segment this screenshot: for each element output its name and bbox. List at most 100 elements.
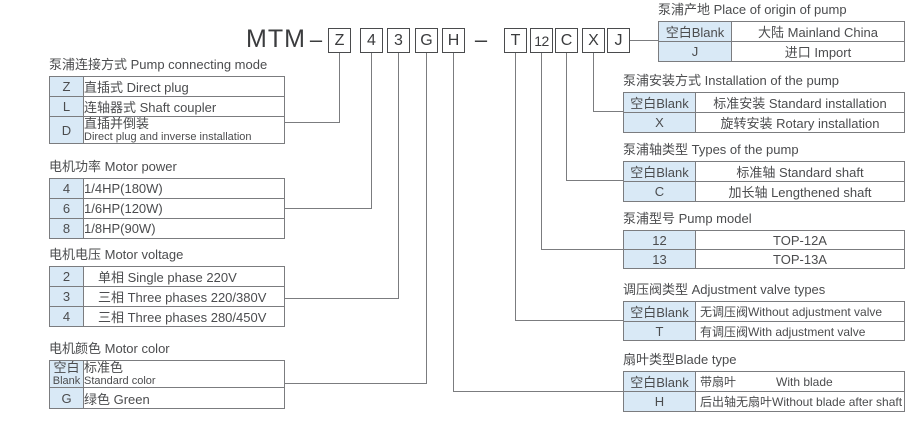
code-box-j: J	[607, 28, 630, 53]
key-cell: J	[658, 41, 732, 62]
value-cell: 进口 Import	[731, 41, 905, 62]
key-cell: 6	[49, 198, 84, 219]
code-box-g: G	[415, 28, 438, 53]
value-cell: 直插式 Direct plug	[83, 76, 285, 97]
table-title: 扇叶类型Blade type	[623, 352, 737, 367]
key-cell: 13	[623, 249, 696, 269]
value-cell: 后出轴无扇叶Without blade after shaft	[695, 391, 905, 412]
key-cell: C	[623, 181, 696, 202]
key-cell: 空白Blank	[623, 371, 696, 392]
table-title: 电机功率 Motor power	[49, 159, 177, 174]
table-title: 泵浦安装方式 Installation of the pump	[623, 73, 840, 88]
model-code-dash: –	[309, 27, 323, 52]
code-box-3: 3	[387, 28, 410, 53]
value-cell: 连轴器式 Shaft coupler	[83, 96, 285, 117]
key-cell: 空白Blank	[623, 301, 696, 322]
key-cell: 3	[49, 286, 84, 307]
key-cell: G	[49, 387, 84, 409]
value-cell: 标准轴 Standard shaft	[695, 161, 905, 182]
connector-z	[285, 53, 340, 123]
key-cell: X	[623, 112, 696, 133]
connector-x	[593, 53, 623, 112]
key-cell: D	[49, 116, 84, 144]
key-cell: 8	[49, 218, 84, 239]
key-cell: 空白Blank	[623, 161, 696, 182]
key-cell: H	[623, 391, 696, 412]
code-box-h: H	[442, 28, 465, 53]
table-title: 泵浦型号 Pump model	[623, 211, 752, 226]
value-cell: 加长轴 Lengthened shaft	[695, 181, 905, 202]
value-cell: 三相 Three phases 220/380V	[83, 286, 285, 307]
value-cell: 单相 Single phase 220V	[83, 266, 285, 287]
key-cell: 空白Blank	[658, 21, 732, 42]
value-cell: 1/6HP(120W)	[83, 198, 285, 219]
value-cell: 1/8HP(90W)	[83, 218, 285, 239]
connector-12	[541, 53, 623, 250]
connector-g	[285, 53, 427, 384]
value-cell: 三相 Three phases 280/450V	[83, 306, 285, 327]
code-box-c: C	[555, 28, 578, 53]
value-cell: 绿色 Green	[83, 387, 285, 409]
code-box-12: 12	[530, 28, 553, 53]
value-cell: 无调压阀Without adjustment valve	[695, 301, 905, 322]
value-cell: TOP-13A	[695, 249, 905, 269]
connector-h	[453, 53, 623, 392]
key-cell: 2	[49, 266, 84, 287]
code-box-x: X	[582, 28, 605, 53]
connector-c	[566, 53, 623, 181]
table-title: 调压阀类型 Adjustment valve types	[623, 282, 826, 297]
key-cell: L	[49, 96, 84, 117]
table-title: 泵浦连接方式 Pump connecting mode	[49, 57, 268, 72]
key-cell: 空白Blank	[623, 92, 696, 113]
value-cell: 带扇叶 With blade	[695, 371, 905, 392]
value-cell: 标准安装 Standard installation	[695, 92, 905, 113]
value-cell: 1/4HP(180W)	[83, 178, 285, 199]
connector-3	[285, 53, 399, 299]
key-cell: 4	[49, 178, 84, 199]
value-cell: 有调压阀With adjustment valve	[695, 321, 905, 341]
connector-4	[285, 53, 372, 209]
